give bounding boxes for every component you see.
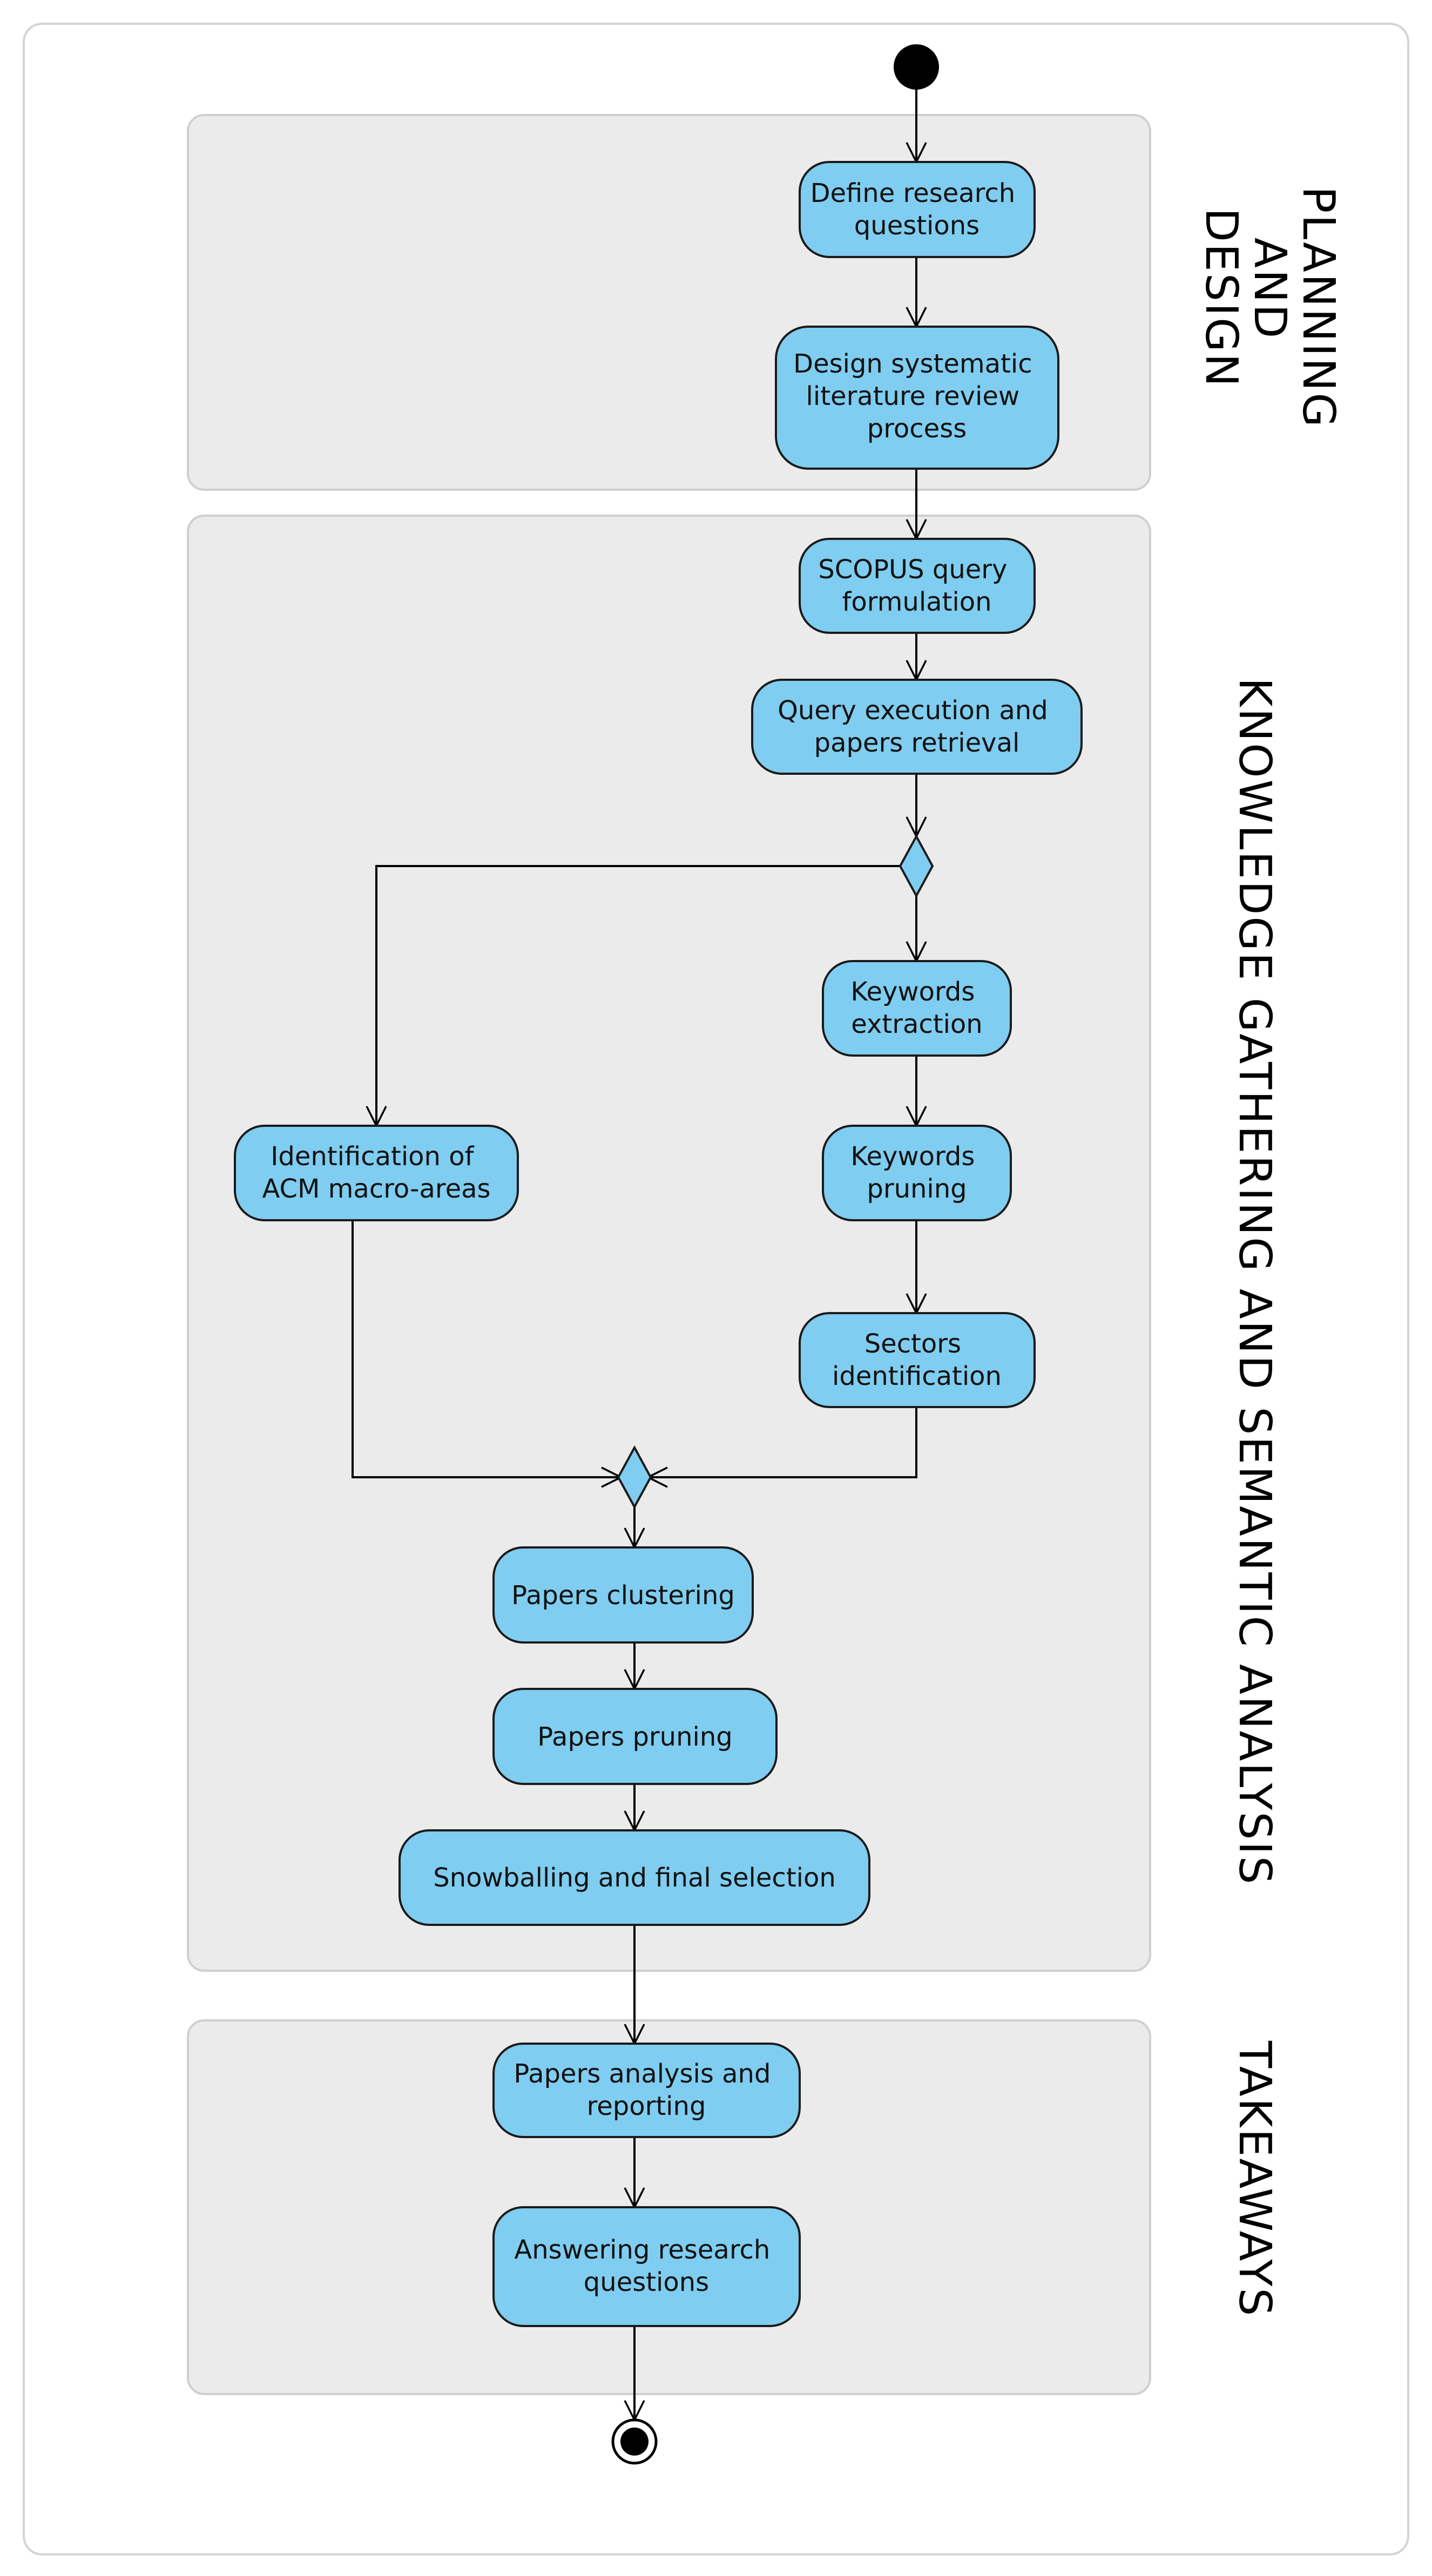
node-text-line: Sectors xyxy=(864,1329,961,1359)
node-scopus-query-formulation: SCOPUS query formulation xyxy=(799,538,1036,634)
node-text-line: Design systematic xyxy=(793,349,1032,379)
node-query-execution: Query execution and papers retrieval xyxy=(751,679,1083,775)
node-papers-analysis-reporting: Papers analysis and reporting xyxy=(492,2043,801,2138)
svg-text:Design systematic litera: Design systematic literature review proc… xyxy=(793,349,1041,444)
svg-text:Snowballing and final selectio: Snowballing and final selection xyxy=(433,1863,836,1893)
edge-sectors-merge xyxy=(648,1407,917,1477)
node-text-line: formulation xyxy=(842,587,991,617)
start-node xyxy=(894,44,939,90)
node-papers-pruning: Papers pruning xyxy=(492,1688,778,1785)
edges xyxy=(352,90,917,2420)
svg-text:Define research question: Define research questions xyxy=(810,178,1024,241)
node-text-line: questions xyxy=(584,2267,709,2297)
node-define-research-questions: Define research questions xyxy=(799,161,1036,258)
phase-label-line: PLANNING xyxy=(1293,186,1344,429)
node-text-line: Define research xyxy=(810,178,1016,208)
end-node-dot xyxy=(620,2428,649,2456)
node-papers-clustering: Papers clustering xyxy=(492,1546,754,1644)
node-text-line: Papers pruning xyxy=(537,1722,732,1752)
node-acm-macro-areas: Identification of ACM macro-areas xyxy=(234,1125,519,1221)
node-text-line: Query execution and xyxy=(778,695,1048,726)
node-text-line: ACM macro-areas xyxy=(262,1174,490,1204)
node-text-line: reporting xyxy=(587,2091,706,2121)
node-text-line: pruning xyxy=(867,1174,967,1204)
node-text-line: SCOPUS query xyxy=(818,555,1007,585)
node-text-line: process xyxy=(867,414,967,444)
svg-text:Identification of ACM ma: Identification of ACM macro-areas xyxy=(262,1141,490,1204)
svg-text:Query execution and pape: Query execution and papers retrieval xyxy=(778,695,1056,758)
phase-label-takeaways: TAKEAWAYS xyxy=(1229,2040,1280,2317)
phase-label-line: DESIGN xyxy=(1195,208,1247,388)
node-text-line: identification xyxy=(832,1361,1002,1391)
decision-merge xyxy=(617,1445,652,1510)
svg-text:Papers pruning: Papers pruning xyxy=(537,1722,732,1752)
node-text-line: Answering research xyxy=(514,2235,770,2265)
node-text-line: Papers clustering xyxy=(511,1580,735,1611)
node-text-line: literature review xyxy=(806,381,1020,411)
node-design-slr-process: Design systematic literature review proc… xyxy=(775,326,1059,470)
node-keywords-extraction: Keywords extraction xyxy=(822,960,1012,1057)
node-answering-research-questions: Answering research questions xyxy=(492,2206,801,2327)
node-snowballing-final-selection: Snowballing and final selection xyxy=(398,1829,870,1926)
svg-text:Papers clustering: Papers clustering xyxy=(511,1580,735,1611)
phase-label-line: KNOWLEDGE GATHERING AND SEMANTIC ANALYSI… xyxy=(1229,678,1280,1886)
node-text-line: extraction xyxy=(851,1009,982,1039)
svg-text:Keywords extraction: Keywords extraction xyxy=(850,977,983,1039)
node-text-line: Snowballing and final selection xyxy=(433,1863,836,1893)
node-text-line: Identification of xyxy=(271,1141,474,1172)
phase-label-line: TAKEAWAYS xyxy=(1229,2040,1280,2317)
node-text-line: papers retrieval xyxy=(814,728,1020,758)
svg-text:Sectors identification: Sectors identification xyxy=(832,1329,1002,1391)
phase-label-line: AND xyxy=(1244,238,1295,340)
phase-label-knowledge: KNOWLEDGE GATHERING AND SEMANTIC ANALYSI… xyxy=(1229,678,1280,1886)
svg-text:Papers analysis and repo: Papers analysis and reporting xyxy=(514,2059,779,2121)
node-text-line: Papers analysis and xyxy=(514,2059,771,2089)
phase-label-planning: PLANNING AND DESIGN xyxy=(1195,186,1344,429)
decision-split xyxy=(899,834,934,898)
svg-text:SCOPUS query formulation: SCOPUS query formulation xyxy=(818,555,1015,617)
edge-acm-merge xyxy=(352,1220,621,1477)
node-text-line: Keywords xyxy=(850,1141,975,1172)
node-text-line: Keywords xyxy=(850,977,975,1007)
node-sectors-identification: Sectors identification xyxy=(799,1312,1036,1408)
node-text-line: questions xyxy=(854,211,980,241)
edge-split-acm xyxy=(376,865,903,1126)
node-keywords-pruning: Keywords pruning xyxy=(822,1125,1012,1221)
svg-text:Keywords pruning: Keywords pruning xyxy=(850,1141,983,1204)
svg-text:Answering research quest: Answering research questions xyxy=(514,2235,778,2297)
